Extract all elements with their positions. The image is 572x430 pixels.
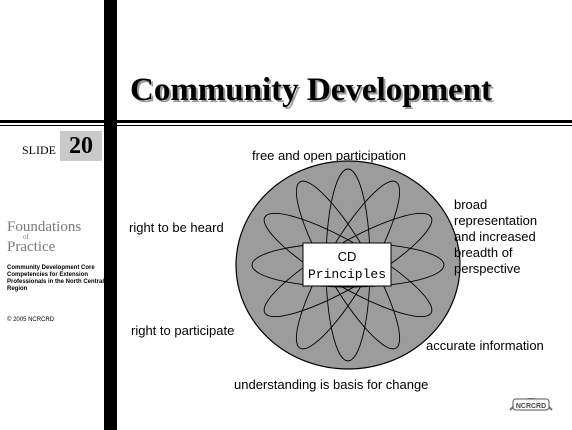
principle-left-bottom: right to participate <box>131 323 235 338</box>
sidebar-description: Community Development Core Competencies … <box>7 265 105 292</box>
principle-right-top: broad representation and increased bread… <box>454 197 537 277</box>
principle-right-top-line5: perspective <box>454 261 521 276</box>
brand-line1: Foundations <box>7 219 82 235</box>
center-label-2: Principles <box>308 267 386 282</box>
principle-bottom: understanding is basis for change <box>234 377 429 392</box>
copyright: © 2005 NCRCRD <box>7 317 55 323</box>
vertical-divider <box>104 0 117 430</box>
svg-text:NCRCRD: NCRCRD <box>516 403 546 410</box>
principle-right-top-line1: broad <box>454 197 488 212</box>
slide-number: 20 <box>60 131 102 161</box>
brand-of: of <box>23 233 29 241</box>
principle-top: free and open participation <box>252 148 406 163</box>
principle-right-top-line2: representation <box>454 213 538 228</box>
principle-right-bottom: accurate information <box>426 338 544 353</box>
slide-label: SLIDE <box>22 143 56 157</box>
principle-right-top-line3: and increased <box>454 229 536 244</box>
slide-title: Community Development <box>130 72 493 108</box>
brand-line2: Practice <box>7 239 56 255</box>
ncrcrd-logo-icon: NCRCRD <box>509 398 553 411</box>
principle-right-top-line4: breadth of <box>454 245 513 260</box>
principle-left-top: right to be heard <box>129 220 224 235</box>
horizontal-divider <box>0 120 572 123</box>
center-box <box>302 242 392 287</box>
center-label-1: CD <box>338 249 357 264</box>
brand-logo: Foundations of Practice <box>7 219 107 255</box>
horizontal-divider-thin <box>0 125 572 126</box>
